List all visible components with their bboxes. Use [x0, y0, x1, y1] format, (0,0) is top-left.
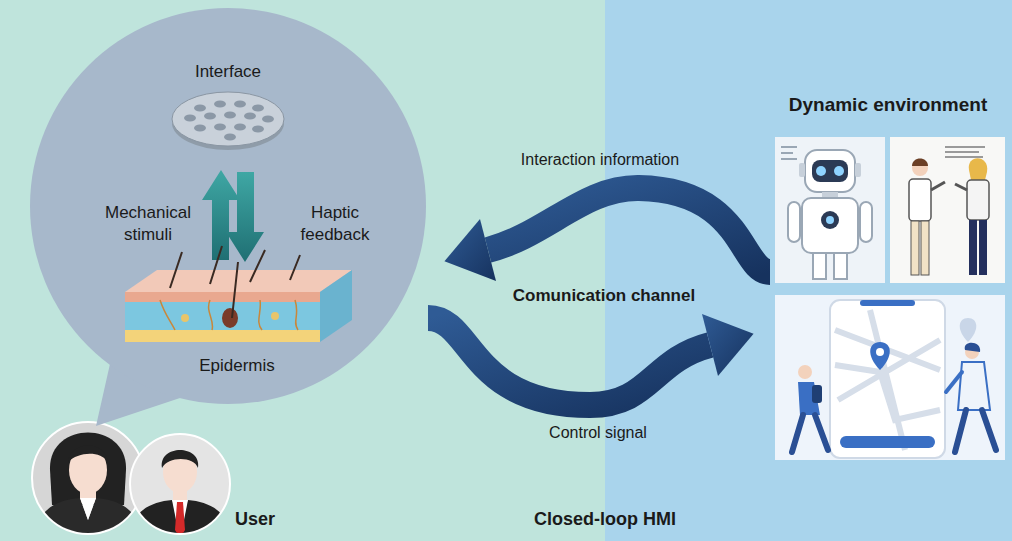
signal-label: Mechanical stimuli	[88, 202, 208, 246]
channel-label: Comunication channel	[474, 285, 734, 307]
arrow-head	[702, 314, 754, 376]
part-label: Epidermis	[177, 355, 297, 377]
environment-group: Dynamic environment	[770, 88, 1006, 463]
arrow-body	[428, 318, 710, 405]
arrow-head	[444, 219, 496, 281]
speech-bubble: InterfaceMechanical stimuli Haptic feedba…	[28, 5, 428, 405]
interface-patch	[172, 92, 284, 150]
signal-label: Haptic feedback	[285, 202, 385, 246]
feedback-arrow-down	[226, 172, 264, 262]
user-avatar-man	[128, 434, 232, 540]
user-avatar-woman	[32, 422, 144, 540]
loop-arrow	[428, 314, 754, 405]
skin-block	[125, 246, 352, 342]
people-talking-image	[890, 137, 1005, 283]
group-heading: Dynamic environment	[770, 93, 1006, 118]
user-label: User	[215, 508, 295, 531]
loop-arrow	[444, 188, 770, 281]
map-navigation-image	[775, 295, 1005, 460]
right-ground	[605, 0, 1012, 541]
left-ground	[0, 0, 606, 541]
arrow-body	[488, 188, 770, 272]
part-label: Interface	[168, 61, 288, 83]
edge-label: Control signal	[478, 423, 718, 444]
title-label: Closed-loop HMI	[495, 508, 715, 531]
edge-label: Interaction information	[480, 150, 720, 171]
robot-image	[775, 137, 885, 283]
